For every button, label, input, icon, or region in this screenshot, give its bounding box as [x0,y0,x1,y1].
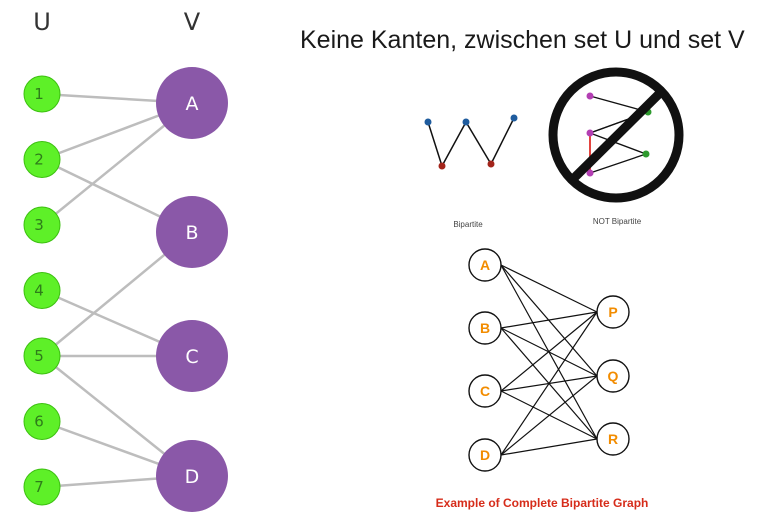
v-node-B [156,196,228,268]
w-bottom-node [487,160,495,168]
left-nodes: 1 2 3 4 5 6 7 A B C D [23,67,228,512]
kb-left-node-B [468,311,502,345]
kb-right-node-Q [596,359,630,393]
u-node-label: 1 [34,85,44,103]
u-node-label: 7 [34,478,44,496]
kb-right-node-R [596,422,630,456]
u-node-label: 5 [34,347,44,365]
nb-purple-node [586,92,594,100]
nb-edge [589,132,647,155]
nb-green-node [642,150,650,158]
not-bipartite-caption: NOT Bipartite [593,217,642,226]
page-title: Keine Kanten, zwischen set U und set V [300,26,745,54]
u-node-5 [23,337,61,375]
set-u-header: U [33,8,51,36]
kb-edge-A-P [500,264,598,313]
kb-edge-B-P [500,311,598,329]
w-top-node [462,118,470,126]
u-node-label: 2 [34,151,44,169]
kb-edge-D-R [500,438,598,456]
kb-node-label: R [608,431,618,447]
u-node-2 [23,141,61,178]
w-edge [427,121,443,167]
w-edge [441,121,467,167]
kb-node-label: D [480,447,490,463]
kb-node-label: B [480,320,490,336]
v-node-D [156,440,228,512]
kb-left-node-A [468,248,502,282]
kb-edge-C-P [500,311,598,392]
w-edge [465,121,492,165]
u-node-label: 4 [34,282,44,300]
complete-bipartite-graph: A B C D P Q R Example of Complete Bipartite Gr… [436,248,649,510]
u-node-label: 3 [34,216,44,234]
complete-bipartite-edges [500,264,598,456]
set-v-header: V [184,8,201,36]
kb-edge-D-Q [500,375,598,456]
u-node-3 [23,206,61,244]
kb-node-label: A [480,257,490,273]
v-node-label: D [185,466,200,488]
nb-purple-node [586,129,594,137]
left-edges [41,92,193,489]
prohibition-slash-icon [566,86,667,186]
complete-bipartite-nodes: A B C D P Q R [468,248,630,472]
w-edge [490,117,515,165]
kb-node-label: P [608,304,617,320]
w-top-node [424,118,432,126]
not-bipartite-example: NOT Bipartite [548,67,684,226]
nb-purple-node [586,169,594,177]
complete-bipartite-caption: Example of Complete Bipartite Graph [436,496,649,510]
left-bipartite-graph: U V 1 2 3 4 5 6 7 A B C D [23,8,228,512]
u-node-6 [23,403,61,440]
v-node-label: B [185,222,198,244]
bipartite-example: Bipartite [424,114,518,229]
kb-node-label: C [480,383,490,399]
kb-node-label: Q [608,368,619,384]
v-node-C [156,320,228,392]
kb-left-node-D [468,438,502,472]
prohibition-circle-icon [548,67,684,203]
w-top-node [510,114,518,122]
w-bottom-node [438,162,446,170]
kb-right-node-P [596,295,630,329]
u-node-4 [23,272,61,309]
kb-edge-D-P [500,311,598,456]
kb-left-node-C [468,374,502,408]
u-node-label: 6 [34,413,44,431]
u-node-1 [23,75,61,113]
bipartite-caption: Bipartite [453,220,483,229]
v-node-A [156,67,228,139]
u-node-7 [23,468,61,506]
v-node-label: A [186,93,199,115]
nb-edge [589,153,647,174]
v-node-label: C [185,346,198,368]
